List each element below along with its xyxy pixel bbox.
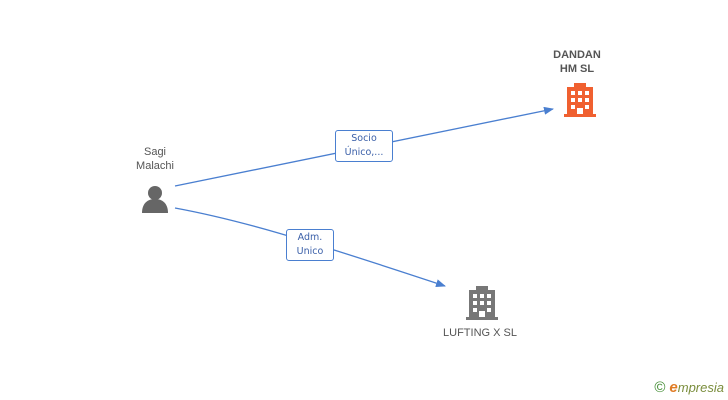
edge-label-socio[interactable]: Socio Único,... — [335, 130, 393, 162]
brand-logo-letter: e — [669, 379, 678, 396]
brand-logo-text: mpresia — [677, 380, 724, 395]
edge-to-lufting — [174, 207, 446, 287]
company-name-lufting[interactable]: LUFTING X SL — [443, 327, 517, 339]
empresia-watermark: © e mpresia — [654, 379, 724, 396]
building-icon[interactable] — [564, 83, 596, 117]
building-icon[interactable] — [466, 286, 498, 320]
person-name[interactable]: Sagi Malachi — [136, 146, 174, 172]
copyright-icon: © — [654, 379, 666, 396]
person-icon[interactable] — [142, 186, 168, 213]
edge-label-adm[interactable]: Adm. Unico — [286, 229, 334, 261]
company-name-dandan[interactable]: DANDAN HM SL — [553, 49, 601, 75]
